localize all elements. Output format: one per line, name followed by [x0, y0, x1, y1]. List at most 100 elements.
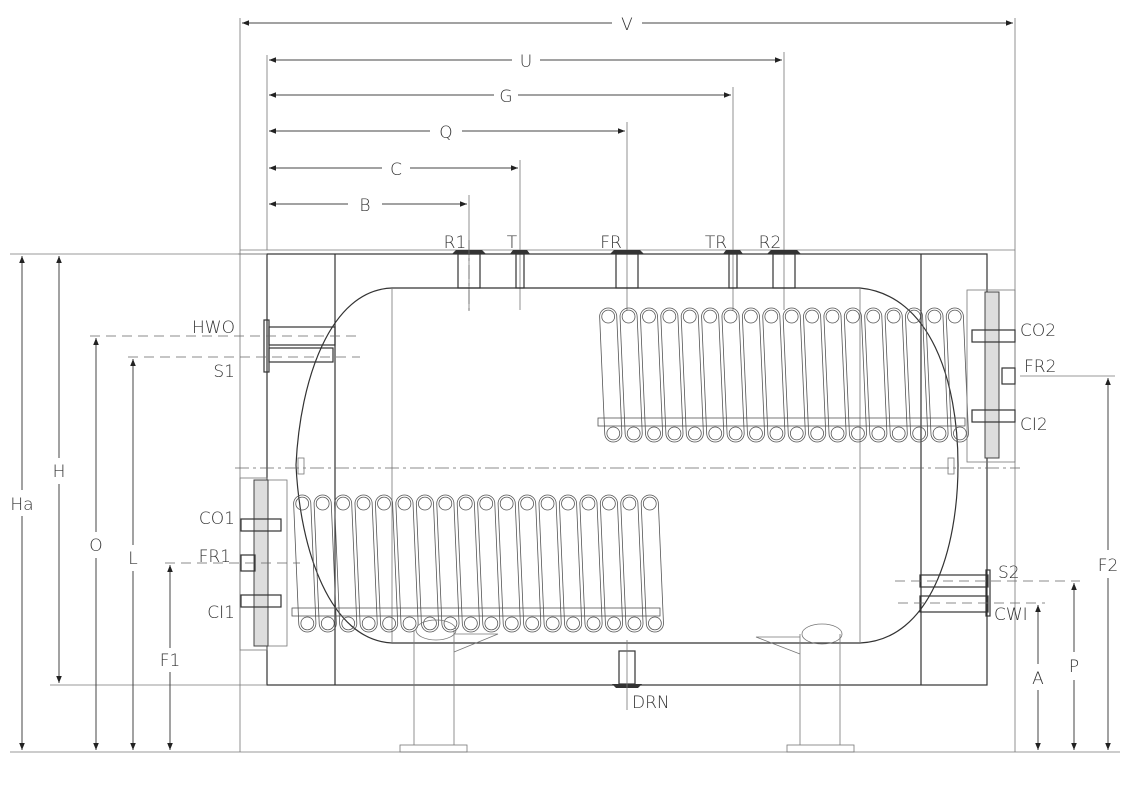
coil-tube [581, 496, 596, 511]
coil-tube [627, 616, 642, 631]
coil-loop [782, 307, 806, 443]
dim-label-H: H [53, 462, 66, 482]
coil-tube [932, 426, 947, 441]
coil-tube [525, 616, 540, 631]
coil-loop [375, 494, 399, 633]
dim-label-Ha: Ha [10, 495, 33, 515]
left-ext-lines [10, 253, 267, 686]
nozzle-FR [610, 250, 644, 289]
coil-tube [341, 616, 356, 631]
coil-tube [688, 426, 702, 441]
coil-tube [784, 309, 799, 324]
coil-tube [886, 309, 901, 324]
coil-tube [566, 616, 580, 631]
conn-label-CI2: CI2 [1020, 415, 1048, 435]
coil-loop [721, 307, 745, 443]
coil-tube [830, 426, 845, 441]
coil-loop [354, 494, 378, 633]
conn-label-R1: R1 [444, 233, 467, 253]
coil-loop [497, 494, 521, 633]
conn-label-FR2: FR2 [1024, 357, 1056, 377]
coil-tube [805, 309, 819, 324]
coil-loop [293, 494, 317, 633]
leg-left [399, 619, 499, 753]
conn-label-TR: TR [705, 233, 727, 253]
coil-loop [884, 307, 908, 443]
dim-label-F2: F2 [1098, 556, 1119, 576]
dim-label-B: B [359, 196, 370, 216]
dim-label-O: O [89, 536, 102, 556]
coil-tube [320, 616, 335, 631]
coil-loop [701, 307, 725, 443]
coil-return-pipe [597, 417, 966, 427]
coil-loop [436, 494, 460, 633]
coil-tube [561, 496, 575, 511]
nozzle-R1 [452, 240, 486, 315]
coil-tube [540, 496, 555, 511]
coil-loop [313, 494, 337, 633]
coil-tube [545, 616, 560, 631]
coil-tube [769, 426, 784, 441]
coil-tube [336, 496, 350, 511]
coil-tube [443, 616, 458, 631]
nozzle-DRN [612, 640, 642, 710]
coil-loop [477, 494, 501, 633]
conn-label-FR: FR [600, 233, 622, 253]
flange-coil-1 [165, 477, 300, 651]
pipe-S2-CWI [895, 569, 1080, 617]
coil-tube [607, 616, 621, 631]
coil-tube [382, 616, 396, 631]
dim-label-V: V [621, 15, 633, 35]
coil-tube [708, 426, 723, 441]
conn-label-CI1: CI1 [207, 603, 235, 623]
coil-tube [662, 309, 677, 324]
coil-tube [300, 616, 315, 631]
vessel-shell [235, 287, 1020, 644]
dim-label-P: P [1069, 657, 1079, 677]
envelope [10, 18, 1120, 753]
coil-tube [947, 309, 962, 324]
coil-tube [622, 496, 637, 511]
coil-loop [640, 307, 664, 443]
coil-loop [579, 494, 603, 633]
dim-label-F1: F1 [160, 651, 181, 671]
coil-tube [749, 426, 763, 441]
coil-loop [762, 307, 786, 443]
coil-2 [597, 307, 969, 443]
coil-tube [667, 426, 682, 441]
coil-tube [647, 426, 661, 441]
coil-tube [810, 426, 825, 441]
flange-coil-2 [966, 289, 1115, 463]
coil-loop [864, 307, 888, 443]
coil-tube [438, 496, 453, 511]
coil-tube [479, 496, 494, 511]
coil-tube [520, 496, 534, 511]
conn-label-CO2: CO2 [1020, 321, 1056, 341]
coil-loop [415, 494, 439, 633]
coil-loop [456, 494, 480, 633]
conn-label-FR1: FR1 [199, 547, 231, 567]
coil-tube [484, 616, 499, 631]
coil-tube [891, 426, 906, 441]
nozzle-T [510, 250, 530, 289]
coil-tube [315, 496, 330, 511]
coil-loop [334, 494, 358, 633]
coil-tube [953, 426, 967, 441]
coil-tube [397, 496, 412, 511]
coil-tube [703, 309, 717, 324]
coil-loop [680, 307, 704, 443]
coil-loop [640, 494, 664, 633]
coil-loop [823, 307, 847, 443]
dim-label-Q: Q [439, 123, 452, 143]
coil-tube [789, 426, 804, 441]
coil-loop [843, 307, 867, 443]
coil-tube [851, 426, 865, 441]
coil-loop [599, 307, 623, 443]
dim-label-A: A [1032, 669, 1044, 689]
conn-label-S1: S1 [213, 362, 235, 382]
coil-tube [728, 426, 743, 441]
coil-tube [402, 616, 417, 631]
coil-tube [295, 496, 310, 511]
coil-loop [620, 494, 644, 633]
